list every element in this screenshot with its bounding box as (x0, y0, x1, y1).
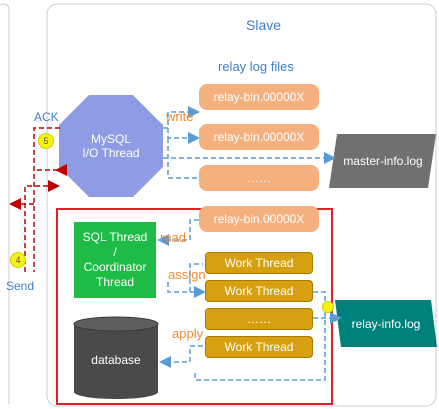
work-thread-1: Work Thread (205, 252, 313, 274)
relay-info-shape (335, 300, 437, 347)
relay-info-log: relay-info.log (351, 316, 421, 331)
relay-log-title: relay log files (218, 59, 294, 74)
io-thread-octagon (59, 95, 163, 197)
sql-thread-line3: Coordinator (83, 260, 147, 274)
ack-label: ACK (34, 110, 59, 124)
sql-thread-line1: SQL Thread (82, 230, 148, 244)
io-thread-line1: MySQL (90, 132, 131, 146)
sql-thread-line4: Thread (95, 275, 135, 289)
work-thread-4: Work Thread (205, 336, 313, 358)
master-info-log: master-info.log (343, 154, 423, 168)
sql-thread-line2: / (113, 245, 117, 259)
master-info-shape (329, 134, 436, 188)
send-label: Send (6, 279, 35, 293)
work-thread-3: …… (205, 308, 313, 330)
write-label: write (166, 109, 194, 124)
slave-title: Slave (246, 17, 282, 33)
database: database (91, 353, 141, 367)
step-5-badge: 5 (38, 133, 54, 149)
database-cylinder (73, 316, 159, 399)
apply-label: apply (172, 326, 204, 341)
step-4-badge: 4 (10, 252, 26, 268)
relay-file-1: relay-bin.00000X (199, 84, 319, 110)
relay-file-3: …… (199, 165, 319, 191)
work-thread-2: Work Thread (205, 280, 313, 302)
assign-label: assign (168, 267, 206, 282)
relay-file-4: relay-bin.00000X (199, 206, 319, 232)
io-thread-line2: I/O Thread (82, 146, 140, 160)
relay-file-2: relay-bin.00000X (199, 124, 319, 150)
master-panel-edge (0, 3, 10, 404)
relay-info-marker-icon (322, 301, 334, 313)
io-thread: MySQL I/O Thread (59, 95, 163, 197)
read-label: read (160, 230, 187, 245)
sql-coordinator-thread: SQL Thread / Coordinator Thread (74, 222, 156, 298)
